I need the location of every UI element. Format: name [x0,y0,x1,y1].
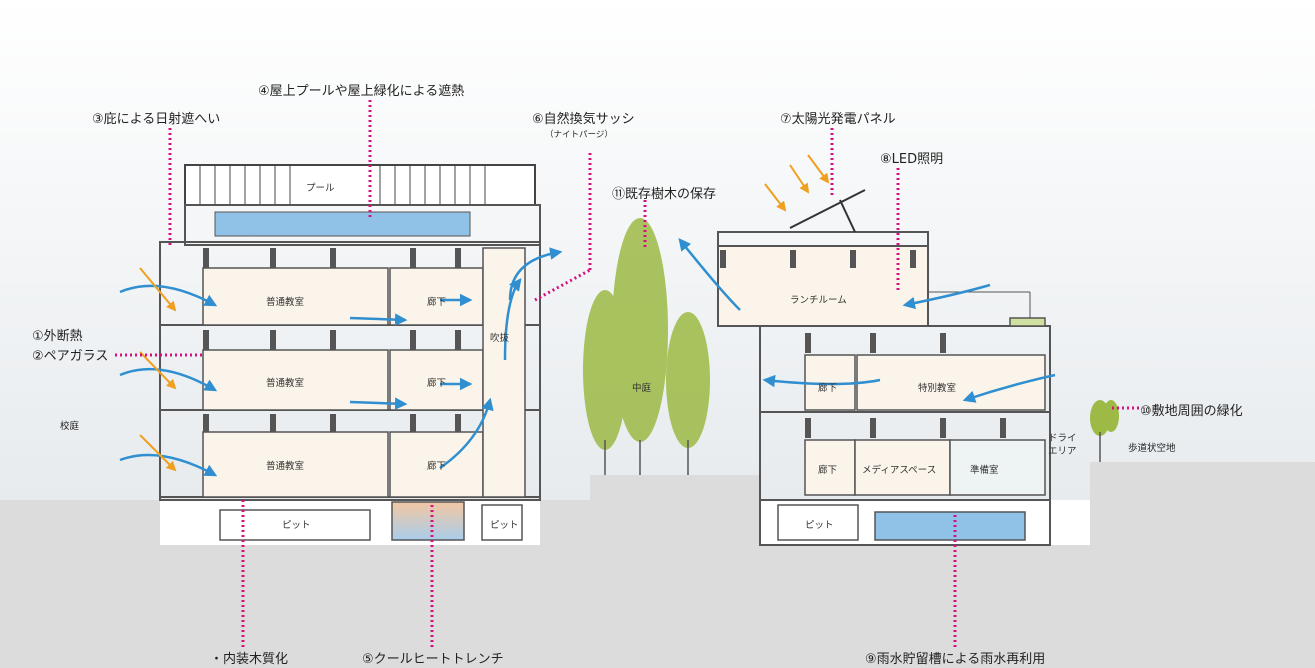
callout-pair-glass: ②ペアガラス [32,349,109,364]
callout-eaves-shading: ③庇による日射遮へい [92,112,221,127]
solar-panel [789,189,866,233]
callout-solar-panel: ⑦太陽光発電パネル [780,112,896,127]
callout-night-purge: （ナイトパージ） [545,130,613,140]
room-classroom-1: 普通教室 [266,461,305,472]
room-corridor-1: 廊下 [427,461,447,472]
left-rooms [202,247,526,541]
perimeter-tree [1090,400,1119,436]
roof-slab [184,204,541,246]
room-corridor-3: 廊下 [427,297,447,308]
room-prep: 準備室 [970,465,999,476]
room-media-space: メディアスペース [862,465,937,476]
callout-lines [115,100,1140,650]
prep-box [949,439,1046,496]
sun-rays [139,154,830,472]
corridor-r1-box [804,439,856,496]
callout-rainwater: ⑨雨水貯留槽による雨水再利用 [865,652,1046,667]
classroom-1-box [202,431,389,498]
room-corridor-2: 廊下 [427,378,447,389]
right-rooms [777,317,1046,541]
trench-box [391,501,465,541]
pool-water [214,211,471,237]
classroom-2-box [202,349,389,411]
right-pit-shell [759,499,1051,546]
room-lunchroom: ランチルーム [790,295,847,306]
room-pit-left: ピット [282,520,311,531]
label-schoolyard: 校庭 [60,421,80,432]
roof-green [1009,317,1046,327]
pit-mid-box [481,504,523,541]
callout-led: ⑧LED照明 [880,152,944,167]
room-corridor-r2: 廊下 [818,383,838,394]
courtyard-trees [583,218,710,450]
room-pool: プール [306,183,335,194]
callout-interior-wood: ・内装木質化 [210,652,289,667]
classroom-3-box [202,267,389,326]
room-courtyard: 中庭 [632,383,652,394]
callout-cool-heat-trench: ⑤クールヒートトレンチ [362,652,504,667]
left-shell [159,241,541,501]
pit-right-box [777,504,859,541]
room-special-classroom: 特別教室 [918,383,957,394]
beams-left [203,248,461,432]
callout-rooftop-pool: ④屋上プールや屋上緑化による遮熱 [258,84,465,99]
room-dry-area-1: ドライ [1048,433,1077,444]
room-atrium: 吹抜 [490,333,510,344]
ground [0,462,1315,668]
callout-exterior-insulation: ①外断熱 [32,329,83,344]
special-box [856,354,1046,411]
atrium-box [482,247,526,498]
pool-rail [184,164,536,206]
lunch-box [717,245,929,327]
beams-right [720,250,1006,438]
airflow-arrows [119,238,1056,477]
room-corridor-r1: 廊下 [818,465,838,476]
callout-natural-ventilation: ⑥自然換気サッシ [532,112,635,127]
room-classroom-3: 普通教室 [266,297,305,308]
callout-perimeter-green: ⑩敷地周囲の緑化 [1140,404,1243,419]
label-sidewalk: 歩道状空地 [1128,443,1176,454]
room-pit-right: ピット [805,520,834,531]
right-building [717,231,1051,546]
callout-existing-trees: ⑪既存樹木の保存 [612,187,717,202]
room-classroom-2: 普通教室 [266,378,305,389]
rain-tank [874,511,1026,541]
room-dry-area-2: エリア [1048,446,1077,457]
pit-left-box [219,509,371,541]
room-pit-mid: ピット [490,520,519,531]
media-box [854,439,951,496]
